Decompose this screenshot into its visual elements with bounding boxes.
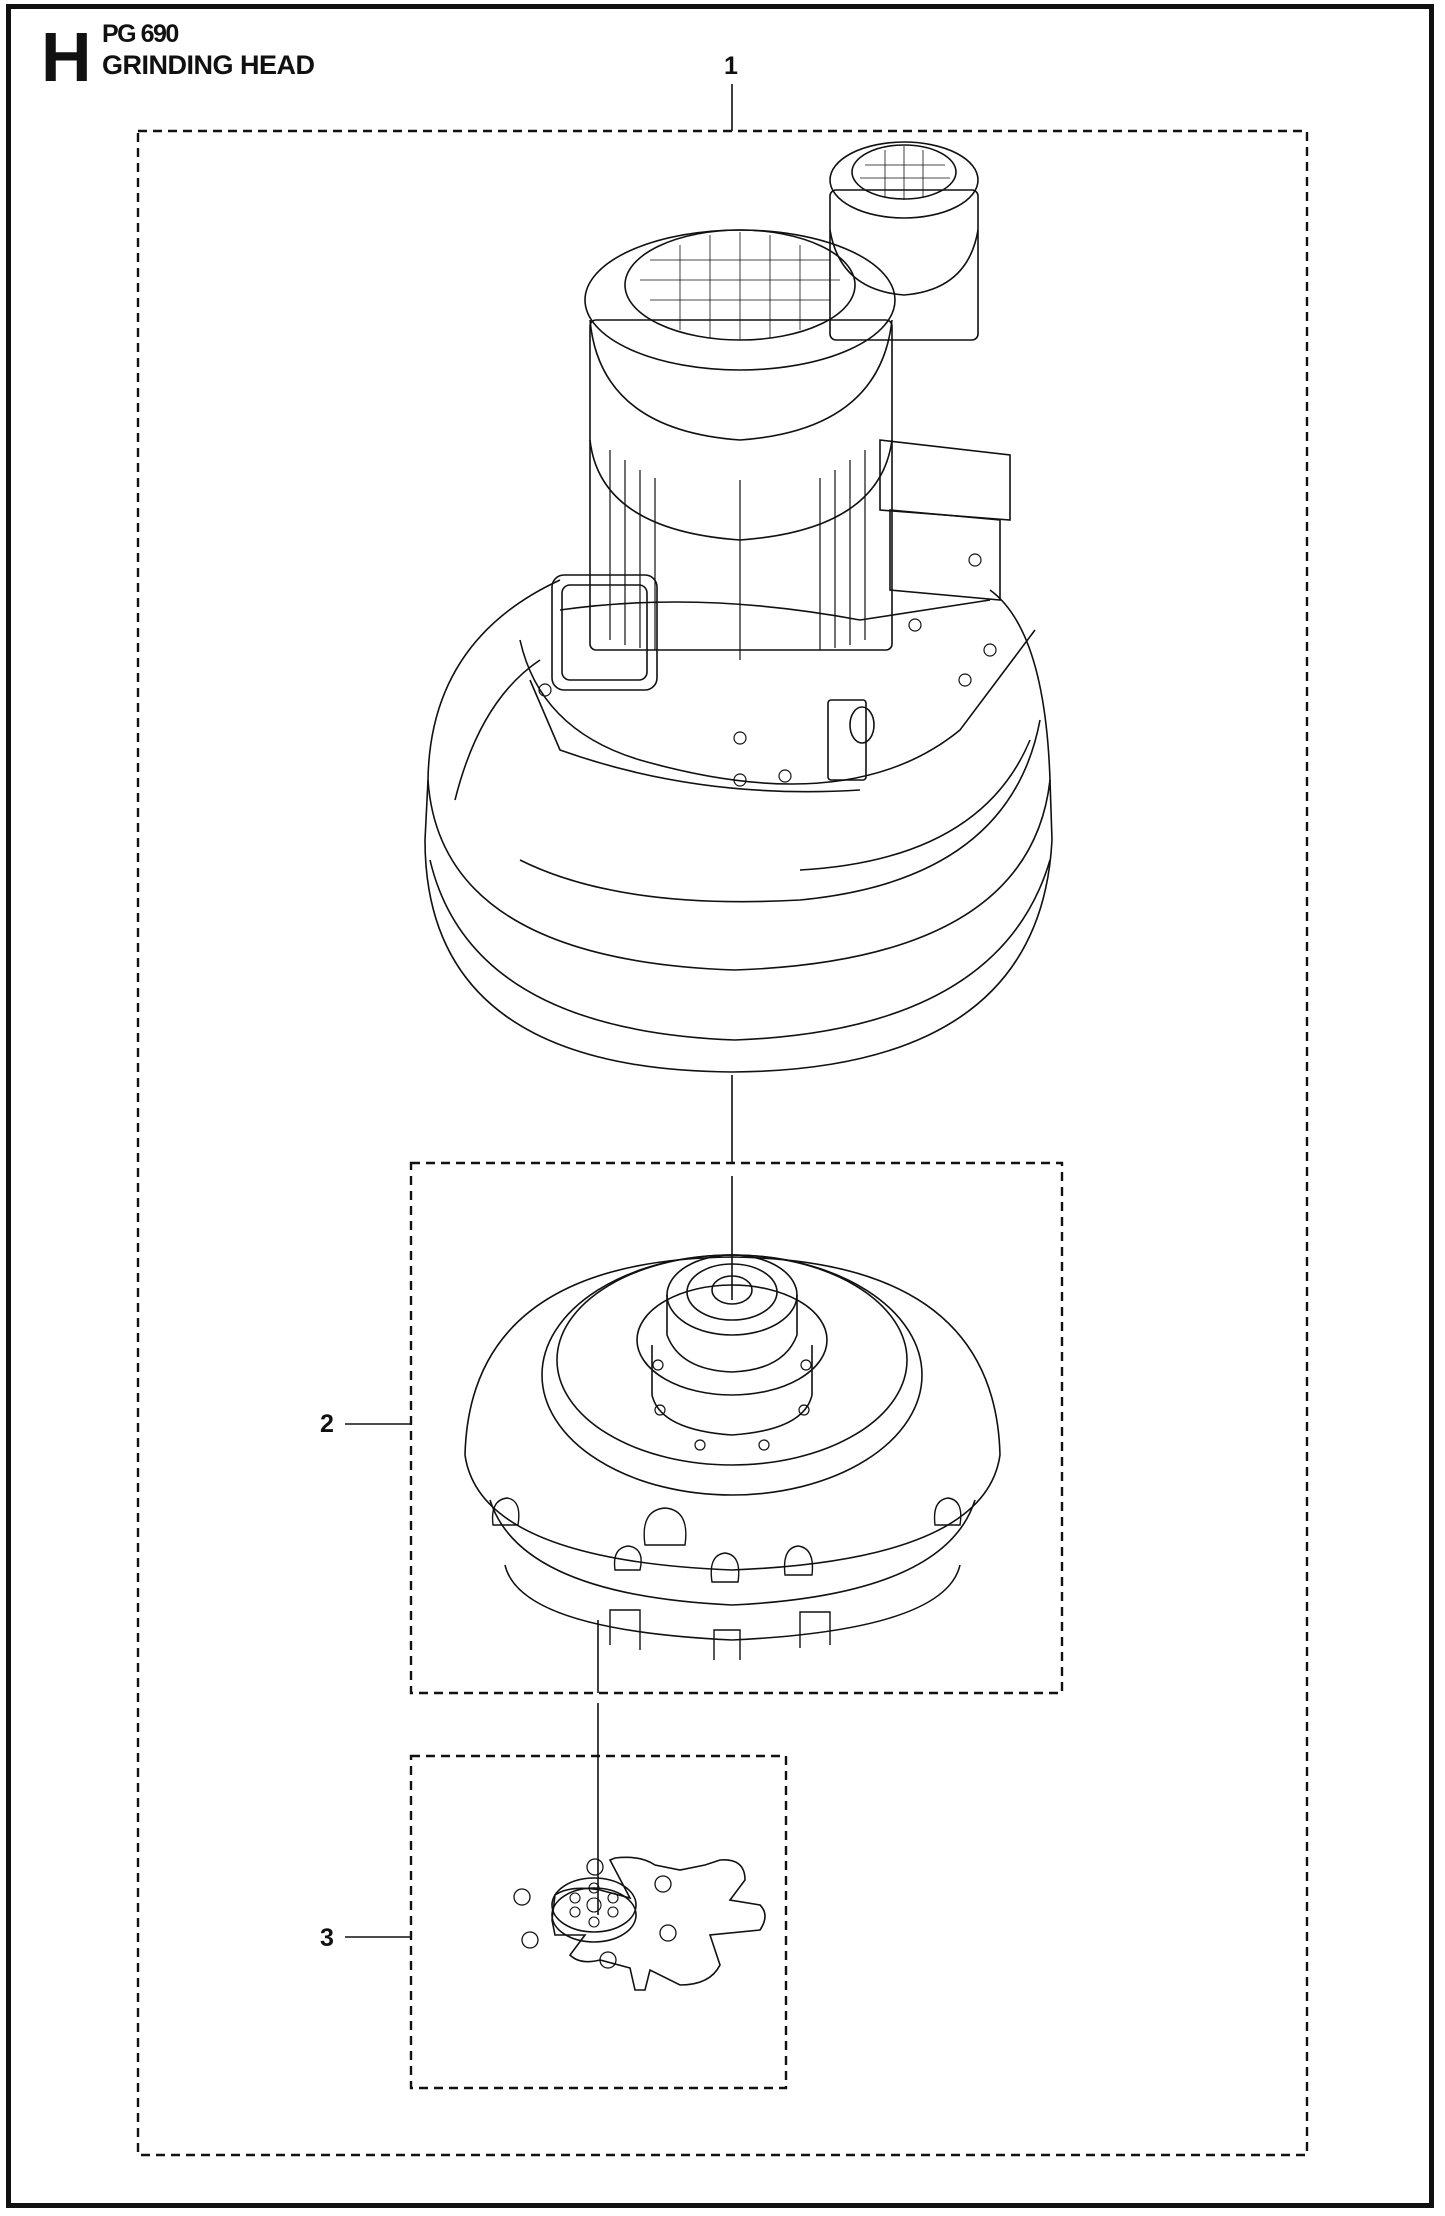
planetary-head-drawing [464,1254,1001,1660]
page-frame [6,4,1434,2208]
tool-disc-drawing [513,1856,766,1991]
leader-lines [345,84,733,1938]
box-item-2 [409,1161,1064,1695]
callout-2[interactable]: 2 [320,1410,334,1438]
callout-1[interactable]: 1 [724,52,738,80]
motor-housing-drawing [424,141,1053,1073]
model-name: PG 690 [102,20,179,48]
page-title: GRINDING HEAD [102,50,315,80]
box-item-1 [136,129,1309,2157]
group-boxes [136,129,1309,2157]
section-letter: H [41,18,92,96]
callout-3[interactable]: 3 [320,1924,334,1952]
